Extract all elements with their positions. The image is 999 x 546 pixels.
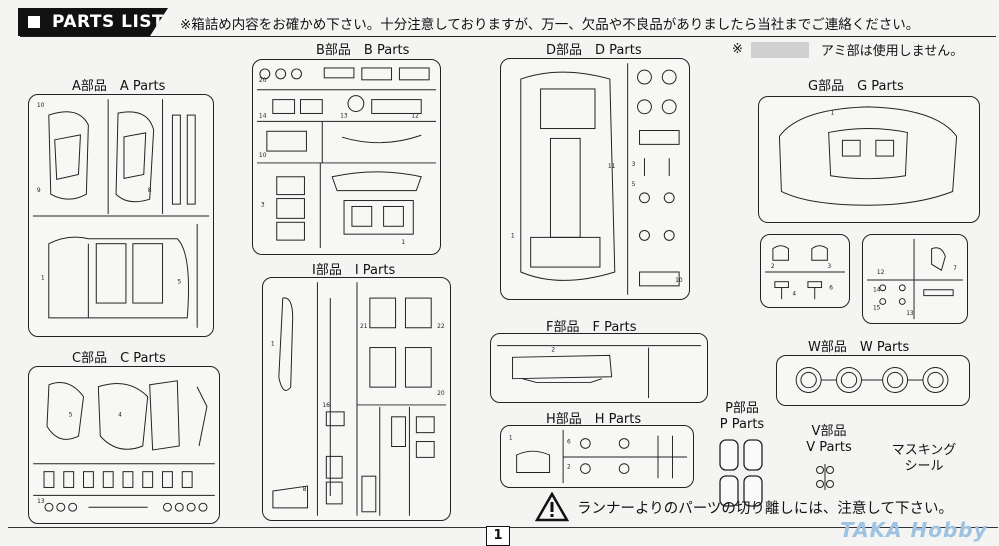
v-parts-pieces [816, 464, 834, 490]
i-parts-runner: 1 21 22 20 16 8 [262, 277, 451, 521]
header-rule [20, 36, 996, 37]
svg-text:2: 2 [551, 347, 555, 353]
svg-text:3: 3 [632, 161, 636, 168]
svg-text:10: 10 [675, 277, 683, 284]
svg-text:5: 5 [69, 412, 73, 418]
svg-text:10: 10 [259, 152, 267, 159]
g-small-runner-left: 2 3 4 6 [760, 234, 850, 308]
svg-text:6: 6 [567, 439, 571, 445]
v-parts-label-en: V Parts [806, 440, 852, 455]
p-parts-tires [719, 439, 763, 507]
d-parts-runner: 11 3 5 10 1 [500, 58, 690, 300]
svg-text:1: 1 [511, 232, 515, 239]
v-parts-label: V部品 V Parts [798, 424, 860, 456]
warning-icon [535, 492, 569, 522]
d-parts-drawing: 11 3 5 10 1 [511, 63, 683, 295]
w-parts-drawing [795, 367, 949, 393]
svg-text:1: 1 [831, 111, 835, 117]
g-parts-runner: 1 [758, 96, 980, 223]
a-parts-drawing: 10 9 8 5 1 [32, 99, 210, 328]
d-parts-label: D部品 D Parts [546, 43, 642, 58]
c-parts-runner: 5 4 13 [28, 366, 220, 524]
svg-text:20: 20 [437, 390, 445, 397]
svg-text:3: 3 [261, 201, 265, 208]
svg-text:13: 13 [906, 311, 914, 317]
svg-text:8: 8 [303, 486, 307, 493]
masking-seal-line1: マスキング [891, 443, 957, 458]
watermark: TAKA Hobby [840, 518, 988, 542]
masking-seal-line2: シール [904, 459, 944, 474]
b-parts-runner: 20 14 10 13 12 3 1 [252, 59, 441, 255]
svg-text:1: 1 [509, 436, 513, 442]
svg-text:8: 8 [148, 187, 152, 194]
h-parts-drawing: 6 2 1 [509, 429, 688, 484]
h-parts-runner: 6 2 1 [500, 425, 694, 488]
mesh-note-text: アミ部は使用しません。 [820, 44, 964, 59]
page-number: 1 [486, 526, 510, 546]
g-small-runner-right: 12 14 15 13 7 [862, 234, 968, 324]
f-parts-label: F部品 F Parts [546, 320, 637, 335]
mesh-swatch [750, 41, 809, 58]
b-parts-drawing: 20 14 10 13 12 3 1 [256, 67, 437, 249]
warning-text: ランナーよりのパーツの切り離しには、注意して下さい。 [577, 500, 953, 517]
svg-text:1: 1 [401, 239, 405, 246]
p-parts-label: P部品 P Parts [714, 401, 770, 433]
contents-note: ※箱詰め内容をお確かめ下さい。十分注意しておりますが、万一、欠品や不良品がありま… [180, 17, 920, 33]
svg-text:22: 22 [437, 323, 445, 330]
f-parts-runner: 2 [490, 333, 708, 403]
svg-text:12: 12 [877, 270, 885, 276]
g-small-right-drawing: 12 14 15 13 7 [867, 238, 963, 320]
svg-text:10: 10 [37, 102, 45, 109]
svg-text:15: 15 [873, 305, 881, 311]
svg-text:4: 4 [118, 412, 122, 418]
svg-text:1: 1 [271, 341, 275, 348]
h-parts-label: H部品 H Parts [546, 412, 642, 427]
svg-text:13: 13 [37, 499, 45, 505]
runner-warning: ランナーよりのパーツの切り離しには、注意して下さい。 [535, 492, 953, 522]
c-parts-label: C部品 C Parts [72, 351, 166, 366]
svg-text:16: 16 [322, 402, 330, 409]
svg-text:7: 7 [953, 266, 957, 272]
svg-text:5: 5 [632, 181, 636, 188]
svg-text:21: 21 [360, 323, 368, 330]
p-parts-label-en: P Parts [719, 417, 765, 432]
i-parts-label: I部品 I Parts [312, 263, 396, 278]
svg-text:6: 6 [829, 285, 833, 291]
g-small-left-drawing: 2 3 4 6 [765, 245, 845, 300]
svg-text:2: 2 [771, 264, 775, 270]
g-parts-drawing: 1 [778, 106, 958, 206]
mesh-note: ※ アミ部は使用しません。 [732, 40, 963, 59]
p-parts-label-jp: P部品 [725, 401, 759, 416]
svg-text:2: 2 [567, 465, 571, 471]
v-parts-label-jp: V部品 [811, 424, 847, 439]
svg-text:3: 3 [827, 264, 831, 270]
svg-text:14: 14 [259, 112, 267, 119]
mesh-note-mark: ※ [732, 42, 743, 57]
svg-text:1: 1 [41, 274, 45, 281]
page-title: PARTS LIST [52, 12, 165, 32]
svg-text:5: 5 [177, 278, 181, 285]
svg-text:9: 9 [37, 187, 41, 194]
parts-list-badge: PARTS LIST [18, 8, 168, 36]
a-parts-runner: 10 9 8 5 1 [28, 94, 214, 337]
w-parts-runner [776, 355, 970, 406]
square-icon [28, 16, 40, 28]
b-parts-label: B部品 B Parts [316, 43, 410, 58]
a-parts-label: A部品 A Parts [72, 79, 166, 94]
w-parts-label: W部品 W Parts [808, 340, 910, 355]
svg-text:13: 13 [340, 112, 348, 119]
svg-text:14: 14 [873, 288, 881, 294]
svg-text:4: 4 [792, 291, 796, 297]
svg-text:20: 20 [259, 77, 267, 84]
i-parts-drawing: 1 21 22 20 16 8 [271, 282, 447, 516]
f-parts-drawing: 2 [497, 345, 701, 399]
svg-text:12: 12 [411, 112, 419, 119]
svg-text:11: 11 [608, 163, 616, 170]
c-parts-drawing: 5 4 13 [33, 380, 215, 512]
masking-seal-label: マスキング シール [884, 443, 964, 475]
g-parts-label: G部品 G Parts [808, 79, 904, 94]
